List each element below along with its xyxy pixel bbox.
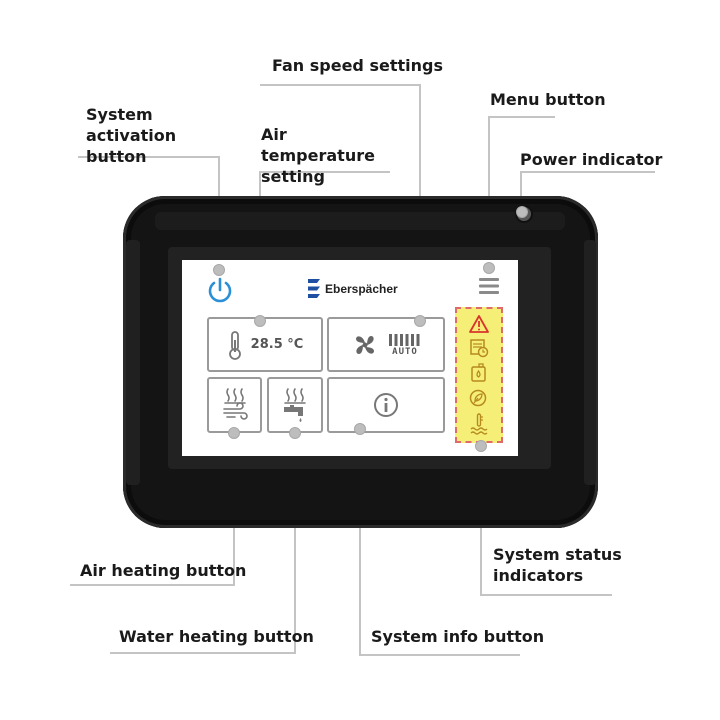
menu-button[interactable]: [478, 276, 500, 296]
callout-air-temperature: Air temperature setting: [261, 125, 375, 186]
fan-speed-level-bars-icon: [389, 333, 420, 346]
callout-system-status: System status indicators: [493, 545, 622, 585]
system-activation-button[interactable]: [204, 274, 236, 306]
anchor-dot-air-heating: [228, 427, 240, 439]
eco-icon: [469, 389, 487, 407]
system-info-button[interactable]: [327, 377, 445, 433]
warning-icon: [469, 315, 489, 334]
brand-name: Eberspächer: [325, 282, 398, 296]
eberspacher-logo-icon: [308, 279, 320, 298]
anchor-dot-air-temperature: [254, 315, 266, 327]
anchor-dot-power-indicator: [516, 206, 528, 218]
fan-speed-settings[interactable]: AUTO: [327, 317, 445, 372]
water-heating-icon: [284, 388, 306, 422]
anchor-dot-system-status: [475, 440, 487, 452]
anchor-dot-fan-speed: [414, 315, 426, 327]
anchor-dot-menu: [483, 262, 495, 274]
power-icon: [208, 277, 232, 303]
device-bezel-left: [126, 240, 140, 485]
info-icon: [374, 393, 398, 417]
thermometer-icon: [228, 330, 241, 360]
air-heating-icon: [222, 388, 248, 420]
callout-system-info: System info button: [371, 627, 545, 646]
temperature-value: 28.5 °C: [250, 337, 304, 352]
callout-air-heating: Air heating button: [80, 561, 247, 580]
system-status-indicators: [455, 307, 503, 443]
callout-menu: Menu button: [490, 90, 606, 109]
fan-icon: [356, 335, 374, 354]
schedule-icon: [470, 339, 489, 358]
callout-fan-speed: Fan speed settings: [272, 56, 443, 75]
fan-mode-label: AUTO: [392, 346, 418, 357]
anchor-dot-system-activation: [213, 264, 225, 276]
callout-power-indicator: Power indicator: [520, 150, 663, 169]
anchor-dot-system-info: [354, 423, 366, 435]
callout-system-activation: System activation button: [86, 105, 177, 166]
device-bezel-right: [584, 240, 596, 485]
anchor-dot-water-heating: [289, 427, 301, 439]
fuel-icon: [471, 363, 486, 382]
hamburger-menu-icon: [479, 278, 499, 294]
device-bezel-top: [155, 212, 565, 230]
air-temperature-setting[interactable]: 28.5 °C: [207, 317, 323, 372]
coolant-temperature-icon: [470, 412, 488, 435]
brand-logo: Eberspächer: [306, 278, 398, 300]
callout-water-heating: Water heating button: [119, 627, 314, 646]
air-heating-button[interactable]: [207, 377, 262, 433]
water-heating-button[interactable]: [267, 377, 323, 433]
